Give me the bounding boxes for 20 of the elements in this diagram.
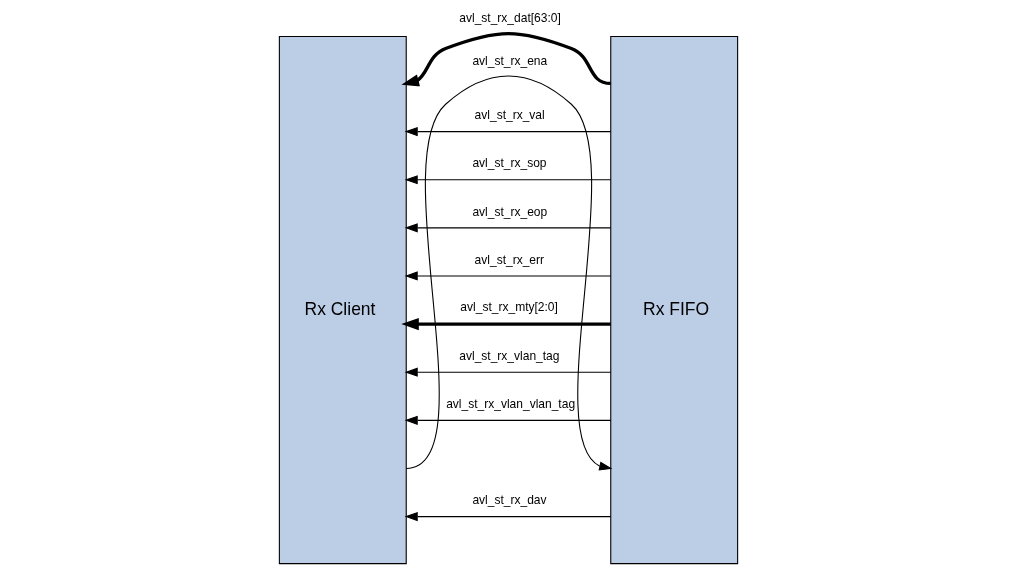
arrow	[400, 32, 611, 87]
edge-label: avl_st_rx_err	[474, 252, 544, 267]
arrow	[404, 175, 611, 185]
edge-label: avl_st_rx_mty[2:0]	[459, 299, 558, 314]
arrow	[404, 367, 611, 377]
arrow	[400, 317, 611, 331]
arrow	[404, 512, 611, 522]
edge-label: avl_st_rx_vlan_tag	[458, 348, 559, 363]
arrow	[404, 415, 611, 425]
arrow	[404, 223, 611, 233]
edge-label: avl_st_rx_vlan_vlan_tag	[445, 397, 575, 412]
edge-label: avl_st_rx_val	[474, 108, 545, 123]
arrow	[404, 271, 611, 281]
edge-label: avl_st_rx_dav	[471, 493, 547, 508]
edge-label: avl_st_rx_ena	[471, 53, 547, 68]
edge-label: avl_st_rx_dat[63:0]	[458, 11, 561, 26]
arrow	[405, 75, 612, 471]
edge-label: avl_st_rx_sop	[471, 156, 547, 171]
edge-label: avl_st_rx_eop	[471, 204, 547, 219]
arrow	[404, 127, 611, 137]
